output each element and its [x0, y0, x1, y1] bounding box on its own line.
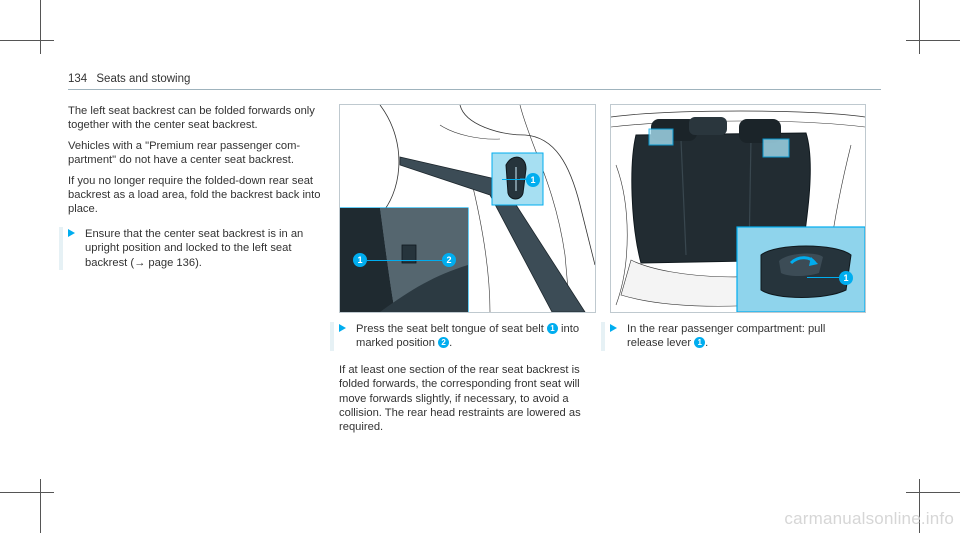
step-bar	[601, 322, 605, 351]
callout-1-top	[502, 179, 527, 180]
page-number: 134	[68, 73, 88, 85]
badge-1: 1	[694, 337, 706, 349]
callout-badge-2: 2	[442, 253, 456, 267]
step-text: In the rear passenger compartment: pull …	[627, 323, 826, 350]
paragraph: Vehicles with a "Premium rear passenger …	[68, 139, 301, 167]
badge-1: 1	[546, 323, 558, 334]
crop-mark	[919, 479, 920, 533]
step-bar	[330, 322, 334, 351]
left-column: The left seat backrest can be folded for…	[59, 104, 326, 271]
crop-mark	[919, 0, 920, 54]
crop-mark	[906, 40, 960, 41]
paragraph: If at least one section of the rear seat…	[339, 363, 581, 434]
header-rule	[68, 89, 881, 90]
crop-mark	[0, 40, 54, 41]
crop-mark	[906, 492, 960, 493]
step-arrow-icon	[68, 228, 75, 237]
crop-mark	[40, 479, 41, 533]
watermark: carmanualsonline.info	[784, 509, 954, 528]
instruction-step: Press the seat belt tongue of seat belt …	[330, 322, 599, 351]
instruction-step: Ensure that the center seat backrest is …	[59, 226, 326, 271]
step-text: Ensure that the center seat backrest is …	[85, 227, 304, 269]
paragraph: The left seat backrest can be folded for…	[68, 105, 315, 132]
figure-rear-seat: 1	[610, 104, 866, 313]
step-arrow-icon	[339, 324, 346, 332]
callout-line-inset	[367, 260, 453, 261]
crop-mark	[0, 492, 54, 493]
instruction-step: In the rear passenger compartment: pull …	[601, 322, 860, 351]
callout-line	[807, 277, 839, 278]
page-header: 134 Seats and stowing	[68, 73, 190, 85]
step-arrow-icon	[610, 324, 617, 332]
step-bar	[59, 226, 63, 271]
badge-2: 2	[438, 337, 450, 349]
callout-badge-1: 1	[526, 173, 540, 187]
figure-seat-belt: 1 1 2	[339, 104, 596, 313]
rear-seat-illustration	[611, 110, 865, 312]
seat-belt-illustration	[340, 105, 595, 312]
paragraph: If you no longer require the folded-down…	[68, 174, 321, 216]
middle-column: Press the seat belt tongue of seat belt …	[330, 322, 599, 441]
step-text: Press the seat belt tongue of seat belt …	[356, 323, 580, 350]
callout-badge-1: 1	[839, 271, 853, 285]
section-title: Seats and stowing	[96, 73, 191, 85]
crop-mark	[40, 0, 41, 54]
callout-badge-1: 1	[353, 253, 367, 267]
right-column: In the rear passenger compartment: pull …	[601, 322, 860, 351]
